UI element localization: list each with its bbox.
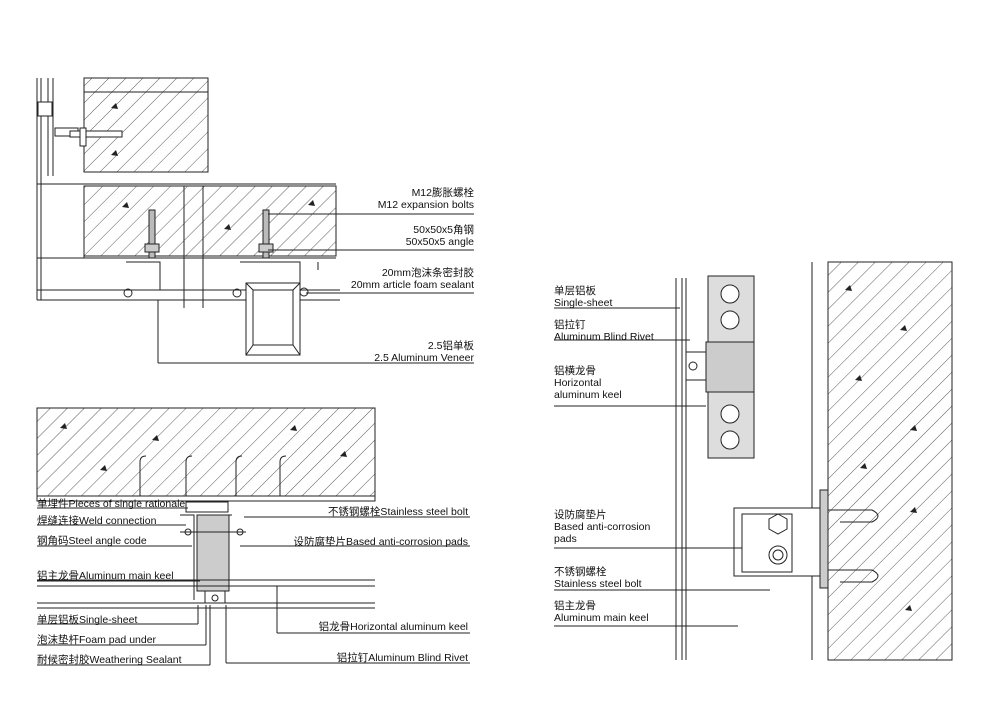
label-right-anti-corrosion-en1: Based anti-corrosion [554, 521, 651, 533]
label-blind-rivet: 铝拉钉Aluminum Blind Rivet [336, 652, 468, 664]
label-right-stainless-bolt: 不锈钢螺栓 Stainless steel bolt [554, 566, 642, 590]
label-right-horizontal-keel-en2: aluminum keel [554, 389, 622, 401]
label-foam-en: 20mm article foam sealant [350, 279, 474, 291]
label-steel-angle-code: 钢角码Steel angle code [37, 535, 147, 547]
label-right-horizontal-keel-en1: Horizontal [554, 377, 602, 389]
label-right-single-sheet-en: Single-sheet [554, 297, 613, 309]
label-right-stainless-bolt-en: Stainless steel bolt [554, 578, 642, 590]
label-right-anti-corrosion: 设防腐垫片 Based anti-corrosion pads [554, 509, 650, 545]
label-m12-zh: M12膨胀螺栓 [411, 187, 474, 199]
label-angle-steel: 50x50x5角钢 50x50x5 angle [330, 224, 474, 248]
label-aluminum-veneer: 2.5铝单板 2.5 Aluminum Veneer [330, 340, 474, 364]
label-right-single-sheet: 单层铝板 Single-sheet [554, 285, 612, 309]
right-concrete-wall [827, 261, 953, 661]
right-section-drawing [554, 261, 953, 661]
label-veneer-zh: 2.5铝单板 [427, 340, 474, 352]
expansion-bolt-left [148, 209, 156, 259]
label-right-stainless-bolt-zh: 不锈钢螺栓 [554, 566, 607, 578]
label-veneer-en: 2.5 Aluminum Veneer [374, 352, 474, 364]
label-horizontal-keel: 铝龙骨Horizontal aluminum keel [318, 621, 468, 633]
aluminum-main-keel [196, 514, 230, 592]
label-right-blind-rivet-en: Aluminum Blind Rivet [554, 331, 654, 343]
label-right-blind-rivet: 铝拉钉 Aluminum Blind Rivet [554, 319, 654, 343]
label-right-horizontal-keel-zh: 铝横龙骨 [554, 365, 596, 377]
label-angle-en: 50x50x5 angle [405, 236, 474, 248]
top-section-drawing [36, 77, 474, 364]
expansion-bolt-right [262, 209, 270, 259]
label-m12-expansion-bolts: M12膨胀螺栓 M12 expansion bolts [330, 187, 474, 211]
upper-concrete-slab [83, 77, 209, 173]
label-right-horizontal-keel: 铝横龙骨 Horizontal aluminum keel [554, 365, 622, 401]
wall-concrete [36, 407, 376, 497]
aluminum-veneer-channel [245, 282, 301, 356]
label-weld-connection: 焊缝连接Weld connection [37, 515, 157, 527]
label-anti-corrosion-pads: 设防腐垫片Based anti-corrosion pads [293, 536, 469, 548]
bottom-left-section-drawing [36, 407, 470, 666]
label-weathering-sealant: 耐候密封胶Weathering Sealant [37, 654, 182, 666]
label-single-rationale: 单埋件Pieces of single rationale [37, 498, 186, 510]
label-right-anti-corrosion-zh: 设防腐垫片 [554, 509, 607, 521]
label-right-single-sheet-zh: 单层铝板 [554, 285, 596, 297]
label-right-main-keel-en: Aluminum main keel [554, 612, 649, 624]
label-foam-zh: 20mm泡沫条密封胶 [381, 267, 474, 279]
label-foam-sealant: 20mm泡沫条密封胶 20mm article foam sealant [320, 267, 474, 291]
label-stainless-bolt: 不锈钢螺栓Stainless steel bolt [327, 506, 468, 518]
label-right-main-keel-zh: 铝主龙骨 [554, 600, 596, 612]
label-right-blind-rivet-zh: 铝拉钉 [554, 319, 586, 331]
main-concrete-slab [83, 185, 337, 257]
horizontal-aluminum-keel [705, 341, 755, 393]
label-foam-pad: 泡沫垫杆Foam pad under [37, 634, 157, 646]
label-angle-zh: 50x50x5角钢 [413, 224, 474, 236]
label-right-anti-corrosion-en2: pads [554, 533, 577, 545]
label-m12-en: M12 expansion bolts [377, 199, 474, 211]
label-single-sheet: 单层铝板Single-sheet [37, 614, 138, 626]
label-right-main-keel: 铝主龙骨 Aluminum main keel [554, 600, 649, 624]
label-aluminum-main-keel: 铝主龙骨Aluminum main keel [37, 570, 174, 582]
